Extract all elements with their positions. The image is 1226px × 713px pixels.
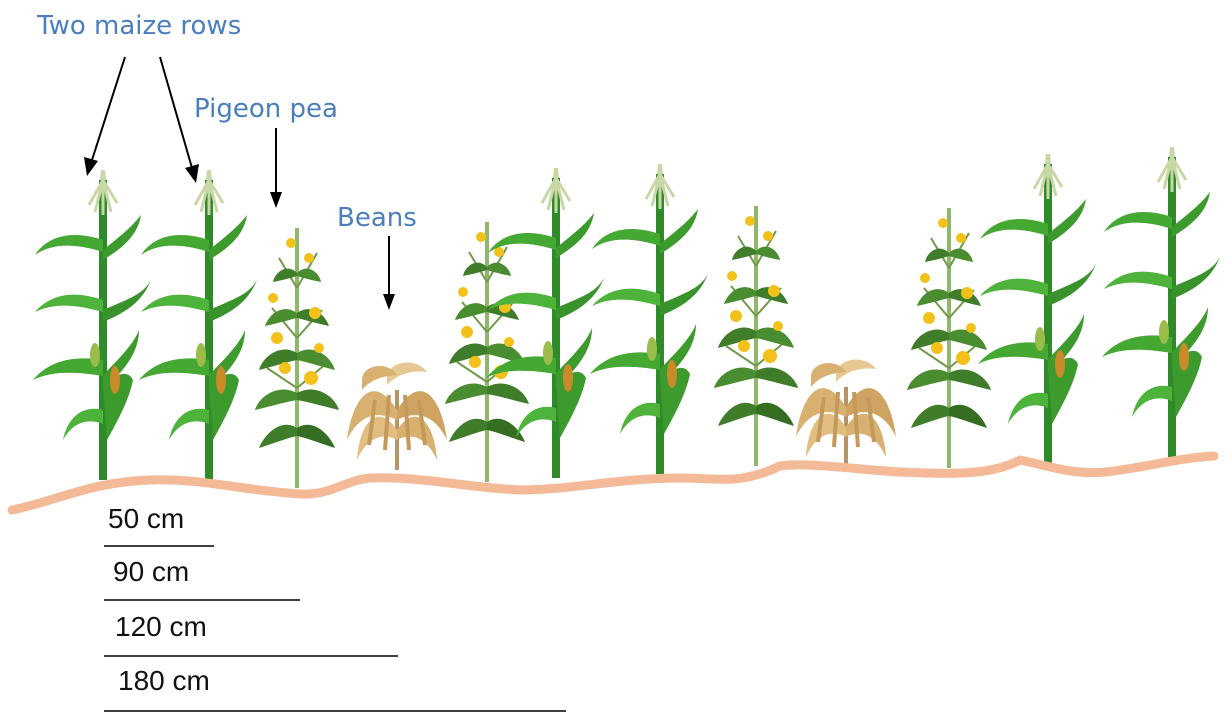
arrow-maize-1 bbox=[84, 57, 125, 176]
plant-row-7-maize bbox=[590, 164, 708, 474]
plant-row-11-maize bbox=[978, 154, 1096, 464]
soil-line bbox=[12, 456, 1214, 510]
distance-label-180: 180 cm bbox=[118, 667, 210, 695]
distance-label-50: 50 cm bbox=[108, 505, 184, 533]
plant-row-12-maize bbox=[1102, 147, 1220, 457]
plant-row-9-beans bbox=[796, 360, 896, 467]
label-pigeon-pea: Pigeon pea bbox=[194, 94, 338, 124]
label-beans: Beans bbox=[337, 203, 417, 233]
plant-row-10-pigeon-pea bbox=[907, 208, 991, 468]
arrow-beans bbox=[383, 236, 395, 310]
plant-row-1-maize bbox=[33, 170, 151, 480]
plant-row-5-pigeon-pea bbox=[445, 222, 529, 482]
distance-label-120: 120 cm bbox=[115, 613, 207, 641]
arrow-pigeon-pea bbox=[270, 128, 282, 208]
plant-row-4-beans bbox=[347, 363, 447, 470]
plant-row-2-maize bbox=[139, 170, 257, 480]
plant-row-8-pigeon-pea bbox=[714, 206, 798, 466]
plant-row-3-pigeon-pea bbox=[255, 228, 339, 488]
distance-label-90: 90 cm bbox=[113, 558, 189, 586]
label-maize: Two maize rows bbox=[36, 11, 241, 41]
